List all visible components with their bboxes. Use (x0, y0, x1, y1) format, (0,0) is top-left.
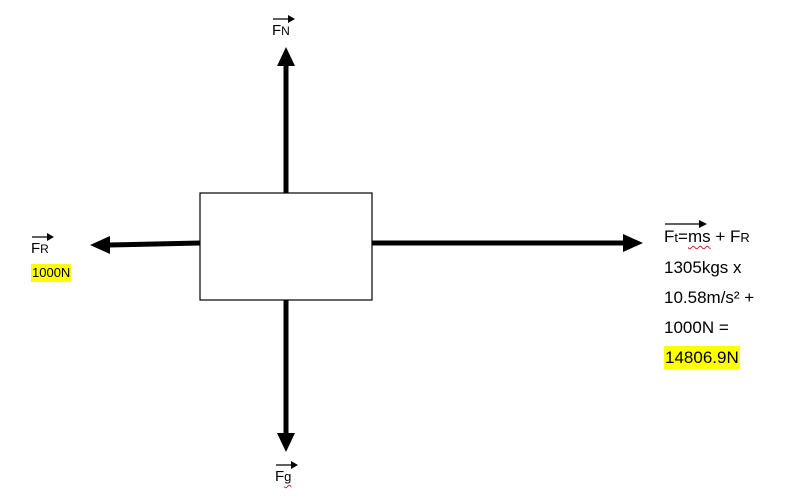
vector-arrow-icon (273, 15, 295, 23)
object-box (199, 192, 373, 301)
friction-force-symbol: F (31, 240, 41, 257)
friction-force-arrowhead (90, 236, 110, 254)
normal-force-subscript: N (281, 24, 290, 38)
friction-force-value: 1000N (31, 264, 72, 282)
equation-line-4: 1000N = (664, 318, 729, 337)
vector-arrow-icon (276, 461, 298, 469)
plus-friction-subscript: R (740, 230, 750, 245)
equation-result: 14806.9N (664, 346, 740, 369)
equation-line-1: Ft=ms + FR (664, 220, 754, 253)
equation-result-line: 14806.9N (664, 343, 754, 373)
gravity-force-subscript: g (284, 469, 292, 484)
gravity-force-symbol: F (275, 468, 285, 485)
total-force-vector: Ft=ms (664, 220, 711, 253)
vector-arrow-icon (32, 233, 54, 241)
friction-force-vector: FR (31, 233, 54, 257)
gravity-force-label: Fg (275, 461, 298, 485)
equation-line-2: 1305kgs x (664, 258, 742, 277)
mass-times-acceleration: ms (687, 227, 711, 246)
gravity-force-vector: Fg (275, 461, 298, 485)
plus-friction: + F (710, 227, 741, 246)
friction-force-subscript: R (40, 242, 49, 256)
normal-force-label: FN (272, 15, 295, 39)
gravity-force-arrowhead (277, 433, 295, 452)
total-force-arrowhead (623, 234, 643, 252)
friction-force-label: FR (31, 233, 54, 257)
normal-force-arrowhead (277, 47, 295, 66)
vector-arrow-icon (665, 220, 707, 228)
friction-force-arrow-shaft (107, 240, 201, 248)
normal-force-vector: FN (272, 15, 295, 39)
total-force-symbol: F (664, 227, 675, 246)
normal-force-symbol: F (272, 22, 282, 39)
equation-line-3: 10.58m/s² + (664, 288, 755, 307)
equals-sign: = (678, 227, 688, 246)
total-force-subscript: t (674, 230, 679, 245)
total-force-equation: Ft=ms + FR 1305kgs x 10.58m/s² + 1000N =… (664, 220, 755, 373)
